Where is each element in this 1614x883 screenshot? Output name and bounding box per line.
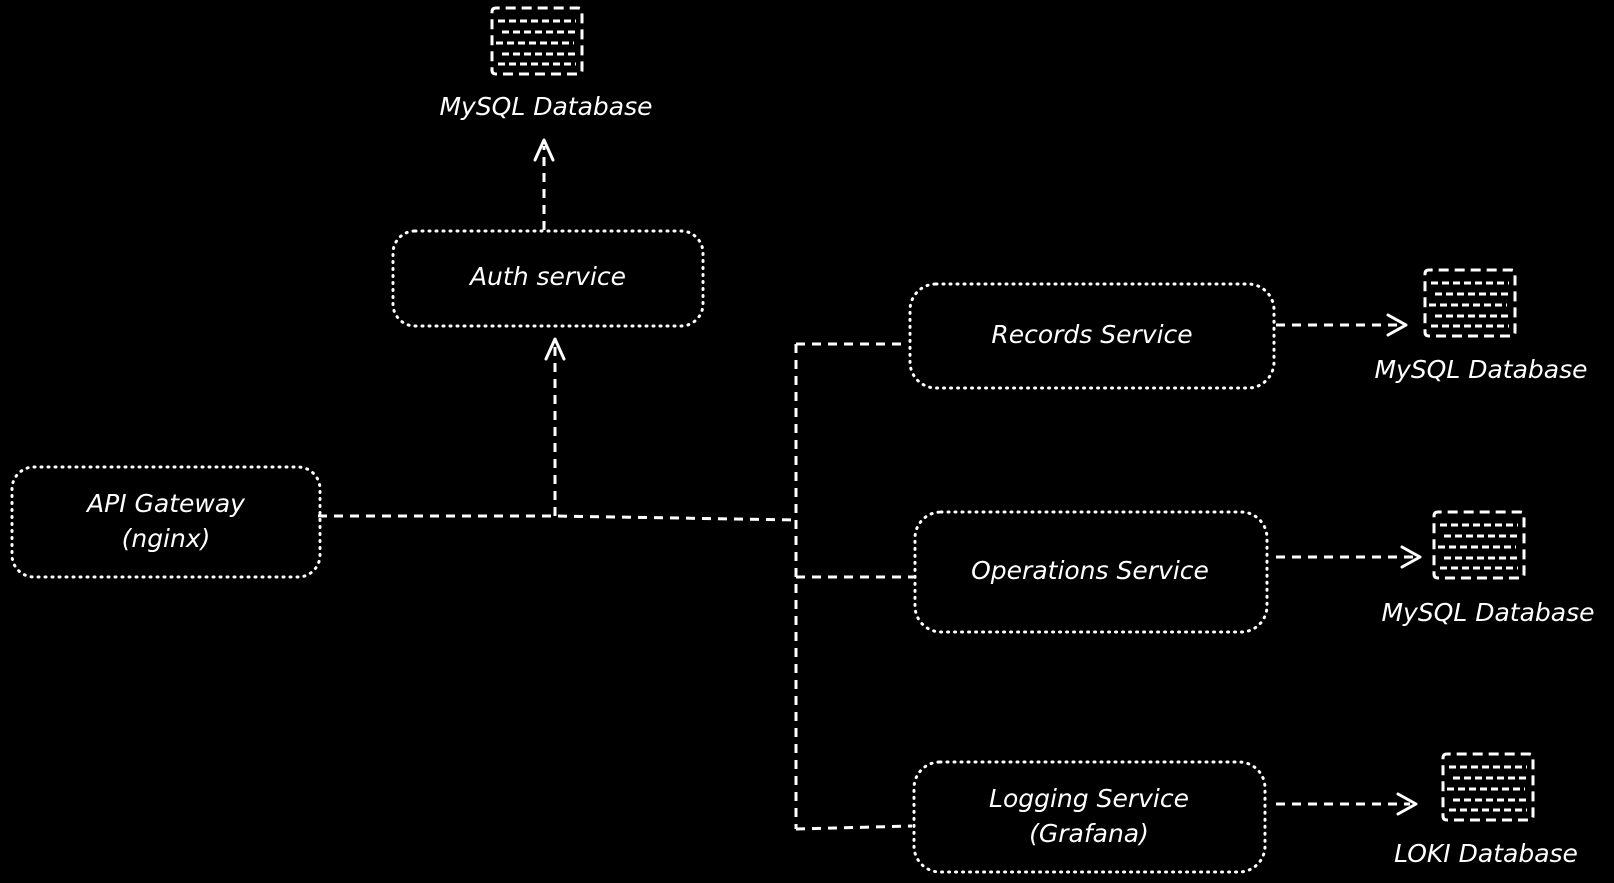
auth-service-label: Auth service (468, 262, 626, 291)
logging-db[interactable]: LOKI Database (1394, 752, 1578, 868)
logging-service-title: Logging Service (989, 784, 1189, 813)
operations-db[interactable]: MySQL Database (1381, 510, 1595, 627)
operations-service-node[interactable]: Operations Service (913, 510, 1269, 634)
arrowheads (533, 138, 1422, 816)
operations-service-label: Operations Service (971, 556, 1209, 585)
operations-db-label: MySQL Database (1381, 598, 1594, 627)
database-icon (1423, 268, 1517, 338)
api-gateway-node[interactable]: API Gateway (nginx) (10, 465, 322, 579)
arrowhead-up-auth-service (544, 337, 566, 361)
connector-gateway-to-trunk (318, 514, 797, 522)
records-service-node[interactable]: Records Service (908, 282, 1276, 390)
connectors (318, 146, 1414, 831)
database-icon (1441, 752, 1535, 822)
arrowhead-up-auth-db (533, 138, 555, 162)
database-icon (1432, 510, 1526, 580)
arrowhead-right-records-db (1386, 313, 1408, 337)
auth-db-label: MySQL Database (439, 92, 652, 121)
records-db-label: MySQL Database (1374, 355, 1587, 384)
logging-db-label: LOKI Database (1394, 839, 1578, 868)
records-db[interactable]: MySQL Database (1374, 268, 1588, 384)
auth-db[interactable]: MySQL Database (439, 6, 653, 121)
api-gateway-title: API Gateway (85, 489, 246, 518)
logging-service-node[interactable]: Logging Service (Grafana) (912, 760, 1267, 874)
logging-service-subtitle: (Grafana) (1029, 819, 1149, 848)
api-gateway-subtitle: (nginx) (122, 524, 211, 553)
arrowhead-right-logging-db (1396, 792, 1418, 816)
database-icon (490, 6, 584, 76)
connector-trunk-to-logging (795, 824, 913, 831)
auth-service-node[interactable]: Auth service (391, 229, 705, 328)
arrowhead-right-operations-db (1400, 545, 1422, 569)
records-service-label: Records Service (991, 320, 1192, 349)
